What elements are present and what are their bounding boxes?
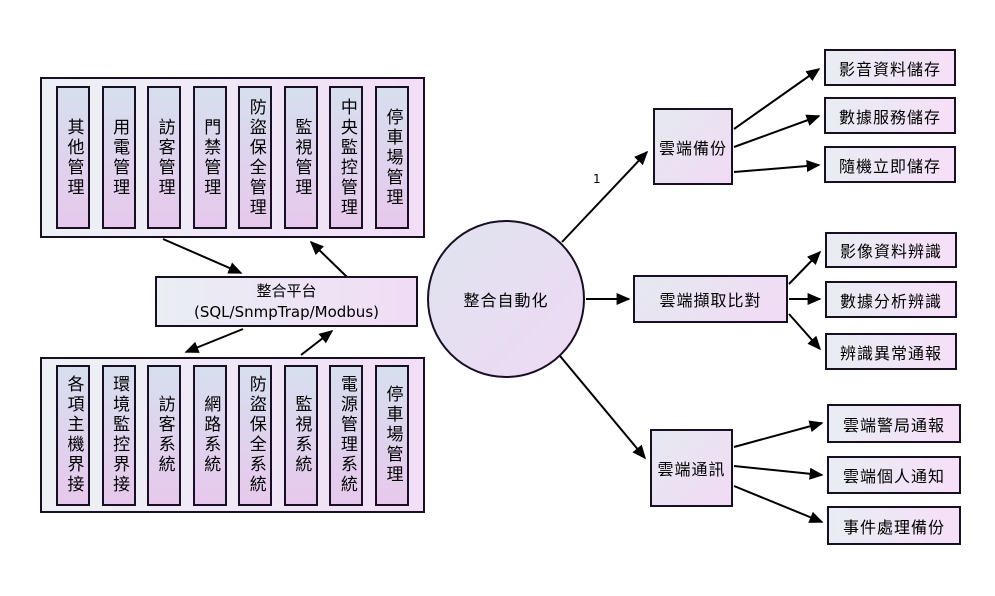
connector-capture-to-leaf6 [788, 313, 822, 351]
management-group-box: 其他管理 用電管理 訪客管理 門禁管理 防盜保全管理 監視管理 中央監控管理 停… [40, 77, 425, 238]
node-random-instant-storage: 隨機立即儲存 [824, 146, 956, 183]
node-visitor-system: 訪客系統 [147, 364, 182, 506]
leaf-label: 影像資料辨識 [839, 242, 942, 261]
hub-label: 整合自動化 [463, 291, 549, 310]
system-group-box: 各項主機界接 環境監控界接 訪客系統 網路系統 防盜保全系統 監視系統 電源管理… [40, 357, 425, 513]
node-av-data-storage: 影音資料儲存 [824, 49, 956, 86]
leaf-label: 事件處理備份 [842, 517, 945, 537]
node-burglar-security-management: 防盜保全管理 [238, 86, 273, 229]
leaf-label: 影音資料儲存 [838, 59, 941, 79]
leaf-label: 雲端個人通知 [842, 467, 945, 486]
connector-backup-to-leaf2 [733, 114, 821, 148]
node-cloud-capture-compare: 雲端擷取比對 [633, 275, 788, 323]
node-image-data-recognition: 影像資料辨識 [825, 232, 957, 268]
cloud-capture-label: 雲端擷取比對 [659, 291, 762, 310]
node-event-handling-backup: 事件處理備份 [827, 506, 961, 545]
connector-hub-to-cloud-backup [561, 150, 649, 243]
edge-label-1: 1 [593, 172, 601, 186]
connector-capture-to-leaf4 [788, 250, 822, 285]
connector-topgroup-to-platform [162, 238, 243, 274]
node-cloud-backup: 雲端備份 [653, 108, 733, 185]
platform-subtitle: (SQL/SnmpTrap/Modbus) [194, 302, 379, 321]
node-env-monitor-interface: 環境監控界接 [101, 364, 136, 506]
leaf-label: 隨機立即儲存 [838, 156, 941, 176]
cloud-backup-label: 雲端備份 [658, 138, 727, 158]
connector-comm-to-leaf9 [733, 485, 824, 523]
node-burglar-security-system: 防盜保全系統 [238, 364, 273, 506]
connector-comm-to-leaf8 [733, 465, 824, 480]
node-network-system: 網路系統 [192, 364, 227, 506]
node-access-control-management: 門禁管理 [192, 86, 227, 229]
node-parking-management: 停車場管理 [374, 86, 409, 229]
node-cloud-police-report: 雲端警局通報 [827, 404, 961, 443]
node-surveillance-management: 監視管理 [283, 86, 318, 229]
node-surveillance-system: 監視系統 [283, 364, 318, 506]
node-data-analysis-recognition: 數據分析辨識 [825, 281, 957, 318]
node-central-monitor-management: 中央監控管理 [329, 86, 364, 229]
leaf-label: 雲端警局通報 [842, 415, 945, 435]
leaf-label: 數據分析辨識 [839, 291, 942, 311]
node-power-usage-management: 用電管理 [101, 86, 136, 229]
cloud-comm-label: 雲端通訊 [657, 460, 726, 479]
node-anomaly-recognition-report: 辨識異常通報 [825, 333, 957, 370]
connector-backup-to-leaf3 [733, 160, 821, 173]
node-cloud-communication: 雲端通訊 [650, 429, 733, 507]
integration-platform-box: 整合平台 (SQL/SnmpTrap/Modbus) [155, 276, 418, 327]
node-host-interface: 各項主機界接 [56, 364, 90, 506]
connector-comm-to-leaf7 [733, 420, 824, 448]
connector-backup-to-leaf1 [733, 68, 821, 130]
node-other-management: 其他管理 [56, 86, 90, 229]
leaf-label: 數據服務儲存 [838, 107, 941, 127]
node-visitor-management: 訪客管理 [147, 86, 182, 229]
connector-hub-to-cloud-comm [559, 355, 647, 460]
connector-bottomgroup-to-platform [300, 330, 334, 356]
leaf-label: 辨識異常通報 [839, 343, 942, 363]
platform-title: 整合平台 [256, 282, 317, 301]
node-parking-management-system: 停車場管理 [374, 364, 409, 506]
connector-platform-to-bottomgroup [184, 328, 244, 353]
node-power-management-system: 電源管理系統 [329, 364, 364, 506]
node-data-service-storage: 數據服務儲存 [824, 97, 956, 134]
integration-automation-hub: 整合自動化 [427, 220, 585, 378]
node-cloud-personal-notify: 雲端個人通知 [827, 456, 961, 494]
connector-platform-to-topgroup [309, 240, 348, 278]
